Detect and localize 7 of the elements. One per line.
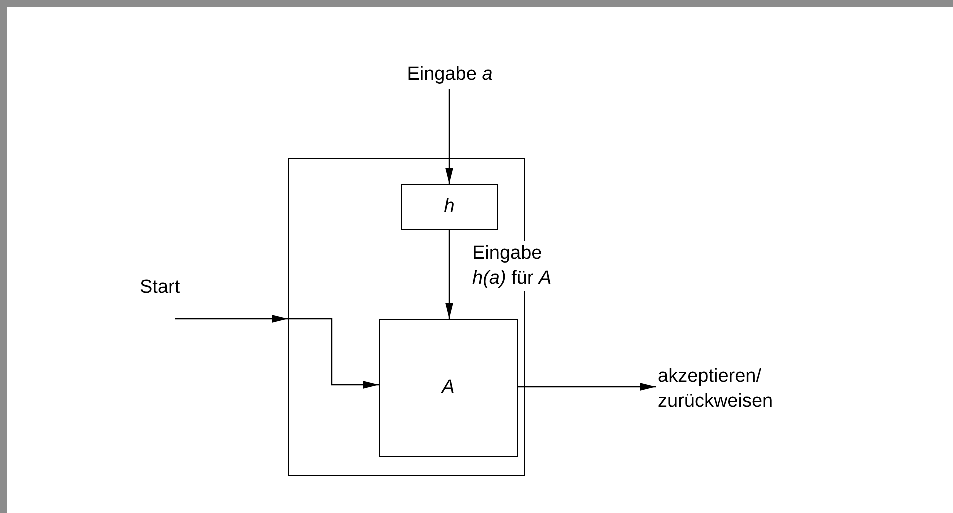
start-label: Start xyxy=(140,276,180,300)
box-label: A xyxy=(440,377,456,399)
input-label: Eingabe a xyxy=(406,63,494,87)
output-label: akzeptieren/ zurückweisen xyxy=(658,365,774,414)
process-box xyxy=(401,184,498,230)
process-box xyxy=(379,319,518,457)
box-label: h xyxy=(443,196,456,218)
